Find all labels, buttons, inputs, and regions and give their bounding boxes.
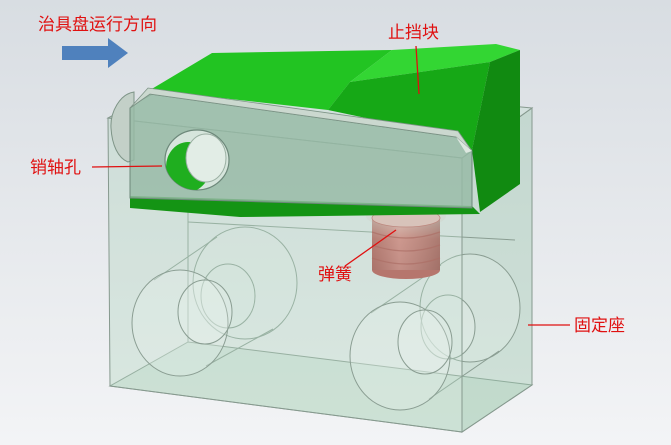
- lever-plate-rounded-end: [110, 91, 135, 163]
- spring-label: 弹簧: [318, 265, 352, 285]
- label-fixed-seat: 固定座: [528, 316, 625, 336]
- stop-block: [130, 44, 520, 217]
- arrow-right-icon: [62, 38, 128, 68]
- direction-indicator: 治具盘运行方向: [38, 15, 157, 68]
- spring-leader: [344, 229, 397, 267]
- pin-hole-label: 销轴孔: [30, 158, 81, 178]
- stop-block-label: 止挡块: [388, 23, 439, 43]
- label-stop-block: 止挡块: [388, 23, 439, 95]
- fixed-seat-label: 固定座: [574, 316, 625, 336]
- label-pin-hole: 销轴孔: [30, 158, 163, 178]
- direction-label: 治具盘运行方向: [38, 15, 157, 35]
- stop-block-ramp-face: [328, 62, 490, 150]
- base-pocket-edge: [187, 221, 516, 241]
- stop-block-lower-band: [130, 196, 480, 217]
- stop-block-leader: [415, 45, 420, 95]
- label-spring: 弹簧: [318, 229, 397, 285]
- spring-coil: [371, 231, 441, 265]
- mounting-hole-left-front: [131, 269, 233, 377]
- stop-block-ramp-top: [350, 44, 520, 82]
- pin-hole-leader: [91, 165, 163, 168]
- pin-hole: [164, 129, 230, 191]
- stop-block-side-face: [472, 50, 520, 212]
- stop-block-top-face: [150, 50, 392, 110]
- pin-hole-inner: [185, 133, 227, 183]
- mounting-hole-right-front: [349, 301, 453, 411]
- lever-plate-chamfer: [456, 137, 472, 153]
